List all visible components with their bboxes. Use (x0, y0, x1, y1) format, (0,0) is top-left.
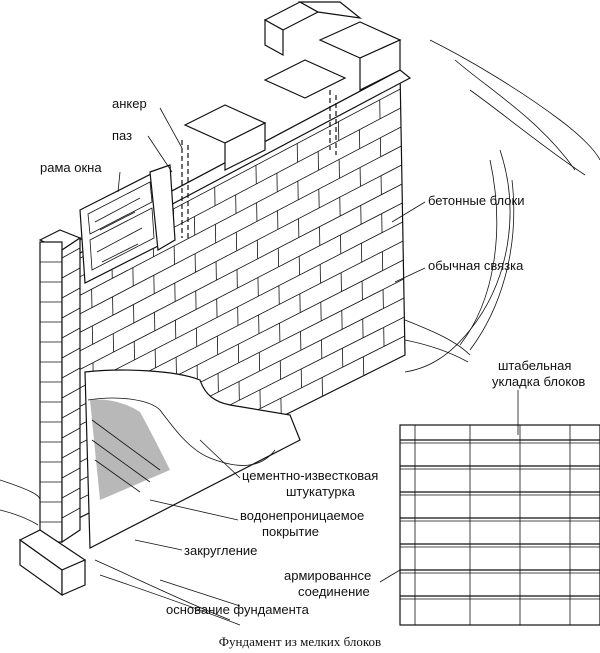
label-concrete-blocks: бетонные блоки (428, 193, 524, 208)
footing (0, 479, 241, 626)
plaster-layer (84, 369, 301, 549)
block-joint (61, 347, 81, 359)
block-joint (61, 327, 81, 339)
block-joint (72, 202, 403, 374)
block-joint (72, 221, 403, 393)
label-window-frame: рама окна (40, 160, 102, 175)
stack-bond-inset (399, 424, 600, 626)
label-stack-bond-2: укладка блоков (492, 374, 585, 389)
block-joint (61, 247, 81, 259)
block-joint (61, 367, 81, 379)
label-plaster-1: цементно-известковая (242, 468, 378, 483)
label-waterproof-2: покрытие (262, 524, 319, 539)
block-joint (61, 287, 81, 299)
label-cove: закругление (184, 543, 257, 558)
earth-contours (404, 39, 600, 373)
label-common-bond: обычная связка (428, 258, 524, 273)
block-joint (61, 487, 81, 499)
anchors (181, 90, 337, 240)
diagram-caption: Фундамент из мелких блоков (219, 634, 381, 649)
block-joint (61, 407, 81, 419)
block-joint (61, 307, 81, 319)
block-joint (70, 126, 402, 301)
block-joint (61, 267, 81, 279)
window-frame (79, 164, 176, 284)
labels: анкер паз рама окна бетонные блоки обычн… (40, 96, 585, 617)
pilaster (38, 229, 82, 544)
block-joint (61, 427, 81, 439)
label-reinforced-2: соединение (298, 584, 370, 599)
label-reinforced-1: армированнсе (284, 568, 371, 583)
label-plaster-2: штукатурка (286, 484, 356, 499)
top-blocks (183, 1, 402, 171)
label-groove: паз (112, 128, 132, 143)
block-joint (71, 164, 402, 338)
label-stack-bond-1: штабельная (498, 358, 571, 373)
label-footing: основание фундамента (166, 602, 310, 617)
label-waterproof-1: водонепроницаемое (240, 508, 364, 523)
block-joint (61, 467, 81, 479)
block-joint (61, 447, 81, 459)
label-anchor: анкер (112, 96, 147, 111)
block-joint (61, 387, 81, 399)
block-joint (61, 507, 81, 519)
leader-lines (117, 107, 519, 607)
